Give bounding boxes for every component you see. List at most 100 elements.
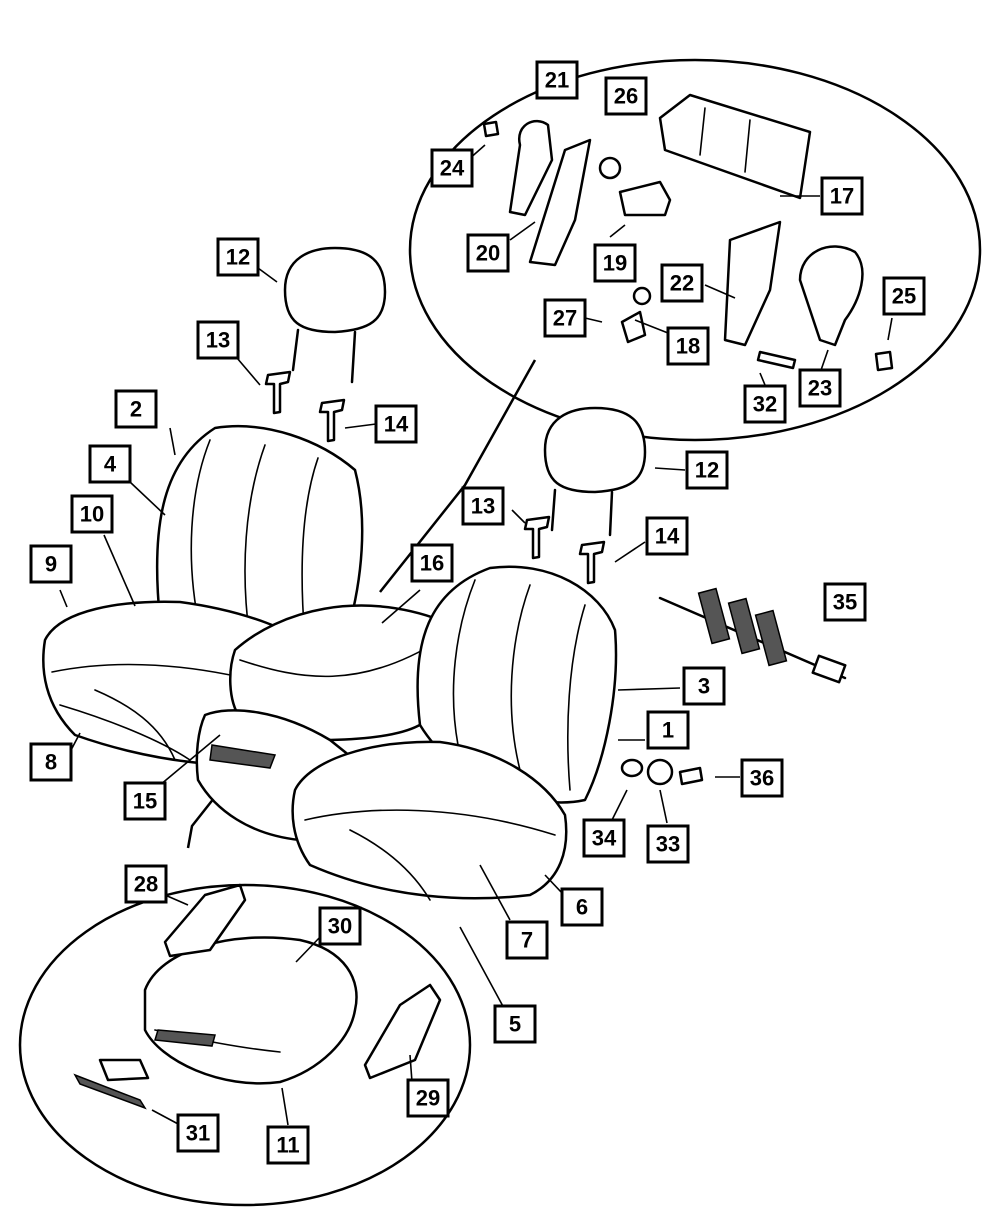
- callout-17: 17: [820, 176, 864, 216]
- upper-detail-connector: [379, 359, 537, 593]
- svg-text:14: 14: [655, 524, 680, 549]
- headrest-left: [283, 246, 387, 384]
- push-pin: [620, 310, 647, 344]
- recliner-mechanism: [658, 587, 847, 684]
- callout-3: 3: [682, 666, 726, 706]
- callout-10: 10: [70, 494, 114, 534]
- bolt-25: [874, 350, 894, 372]
- svg-text:24: 24: [440, 156, 465, 181]
- callout-28: 28: [124, 864, 168, 904]
- svg-text:35: 35: [833, 590, 857, 615]
- svg-text:1: 1: [662, 718, 674, 743]
- callout-13-right: 13: [461, 486, 505, 526]
- callout-30: 30: [318, 906, 362, 946]
- callout-27: 27: [543, 298, 587, 338]
- svg-text:31: 31: [186, 1121, 210, 1146]
- star-cap: [646, 758, 674, 786]
- center-latch: [618, 180, 672, 217]
- callout-35: 35: [823, 582, 867, 622]
- svg-text:7: 7: [521, 928, 533, 953]
- callout-31: 31: [176, 1113, 220, 1153]
- svg-text:13: 13: [206, 328, 230, 353]
- release-handle: [98, 1058, 150, 1082]
- pivot-bolt: [756, 350, 797, 370]
- callout-12-left: 12: [216, 237, 260, 277]
- cushion-handle: [154, 1029, 216, 1047]
- upper-detail-ellipse: [408, 58, 982, 442]
- callout-19: 19: [593, 243, 637, 283]
- leader-lines: [59, 144, 893, 1126]
- headrest-right: [543, 406, 647, 537]
- svg-text:20: 20: [476, 241, 500, 266]
- svg-text:34: 34: [592, 826, 617, 851]
- callout-18: 18: [666, 326, 710, 366]
- svg-text:36: 36: [750, 766, 774, 791]
- svg-text:13: 13: [471, 494, 495, 519]
- svg-text:8: 8: [45, 750, 57, 775]
- svg-text:12: 12: [226, 245, 250, 270]
- svg-text:17: 17: [830, 184, 854, 209]
- headrest-guides: [264, 370, 606, 585]
- svg-text:27: 27: [553, 306, 577, 331]
- svg-text:21: 21: [545, 68, 569, 93]
- callout-25: 25: [882, 276, 926, 316]
- svg-text:19: 19: [603, 251, 627, 276]
- callout-16: 16: [410, 543, 454, 583]
- svg-text:28: 28: [134, 872, 158, 897]
- bolt-24: [482, 120, 500, 138]
- callout-15: 15: [123, 781, 167, 821]
- svg-text:26: 26: [614, 84, 638, 109]
- left-pivot-bracket: [508, 119, 554, 217]
- callout-11: 11: [266, 1125, 310, 1165]
- svg-text:23: 23: [808, 376, 832, 401]
- recliner-bolt: [678, 766, 704, 786]
- svg-text:29: 29: [416, 1086, 440, 1111]
- callout-26: 26: [604, 76, 648, 116]
- svg-text:30: 30: [328, 914, 352, 939]
- callout-29: 29: [406, 1078, 450, 1118]
- lower-detail-ellipse: [18, 883, 472, 1207]
- callout-22: 22: [660, 263, 704, 303]
- svg-text:12: 12: [695, 458, 719, 483]
- svg-text:3: 3: [698, 674, 710, 699]
- svg-text:16: 16: [420, 551, 444, 576]
- callout-12-right: 12: [685, 450, 729, 490]
- upper-detail-parts: [482, 93, 894, 372]
- pin-cap: [632, 286, 652, 306]
- callout-33: 33: [646, 824, 690, 864]
- center-storage-handle: [209, 744, 277, 769]
- back-panel: [658, 93, 812, 200]
- callout-36: 36: [740, 758, 784, 798]
- callout-34: 34: [582, 818, 626, 858]
- callout-14-left: 14: [374, 404, 418, 444]
- svg-text:9: 9: [45, 552, 57, 577]
- right-cushion-bracket: [363, 983, 442, 1080]
- callout-21: 21: [535, 60, 579, 100]
- svg-text:4: 4: [104, 452, 117, 477]
- left-cushion-bracket: [163, 883, 247, 958]
- svg-text:6: 6: [576, 895, 588, 920]
- callout-7: 7: [505, 920, 549, 960]
- svg-text:32: 32: [753, 392, 777, 417]
- callout-8: 8: [29, 742, 73, 782]
- pivot-knob: [598, 156, 622, 180]
- cushion-pad: [143, 936, 358, 1085]
- callout-32: 32: [743, 384, 787, 424]
- svg-text:18: 18: [676, 334, 700, 359]
- svg-text:2: 2: [130, 397, 142, 422]
- callout-24: 24: [430, 148, 474, 188]
- svg-text:25: 25: [892, 284, 916, 309]
- callout-4: 4: [88, 444, 132, 484]
- callout-1: 1: [646, 710, 690, 750]
- callout-6: 6: [560, 887, 604, 927]
- svg-text:10: 10: [80, 502, 104, 527]
- bezel: [73, 1073, 147, 1110]
- right-pivot-bracket: [798, 245, 864, 347]
- callout-5: 5: [493, 1004, 537, 1044]
- svg-text:11: 11: [276, 1133, 299, 1158]
- svg-text:22: 22: [670, 271, 694, 296]
- right-seat: [291, 565, 618, 901]
- washer: [620, 758, 644, 778]
- callout-13-left: 13: [196, 320, 240, 360]
